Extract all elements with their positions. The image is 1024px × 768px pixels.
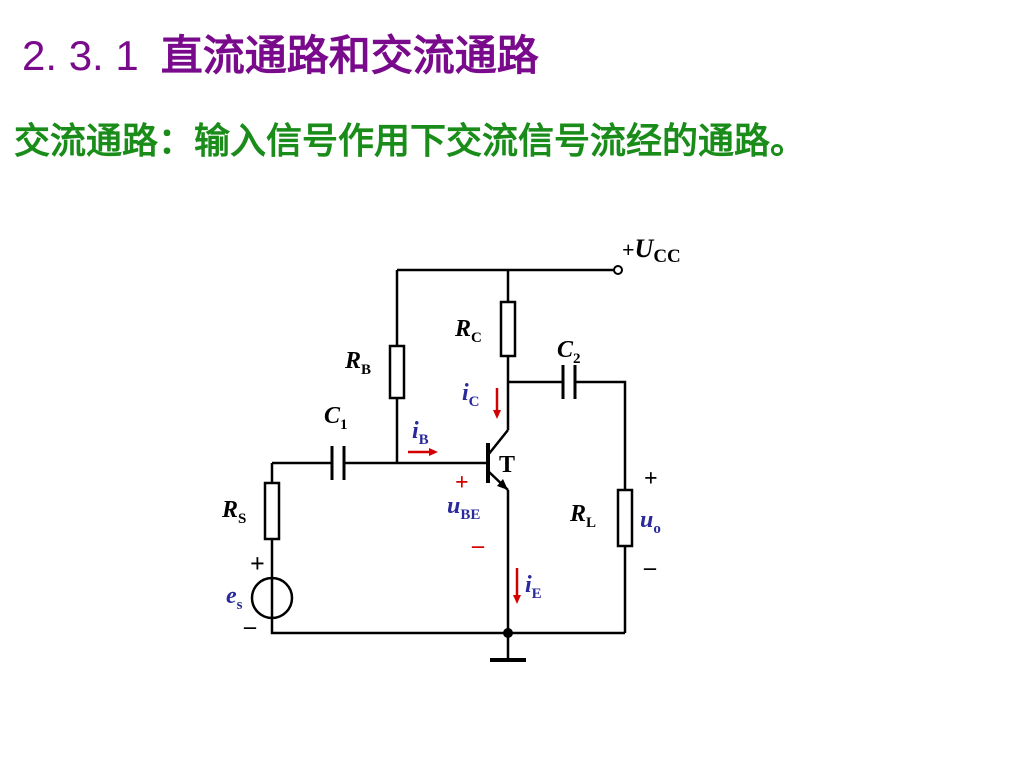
capacitor-c2	[561, 365, 577, 399]
ib-label: iB	[412, 418, 429, 448]
slide-title: 2. 3. 1 直流通路和交流通路	[22, 22, 539, 83]
supply-label: +UCC	[622, 234, 681, 267]
ube-minus: –	[471, 533, 485, 559]
wires	[270, 268, 627, 660]
es-minus: –	[243, 614, 257, 640]
rc-label: RC	[454, 316, 482, 346]
transistor-label: T	[499, 452, 515, 478]
resistor-rb	[388, 344, 406, 400]
definition-text: 交流通路：输入信号作用下交流信号流经的通路。	[14, 121, 807, 162]
capacitor-c1	[330, 446, 346, 480]
voltage-source-es	[250, 576, 294, 620]
c1-label: C1	[324, 403, 348, 433]
title-text: 直流通路和交流通路	[160, 31, 539, 80]
resistor-rc	[499, 300, 517, 358]
es-plus: +	[250, 549, 265, 578]
ib-arrow	[408, 448, 438, 456]
ic-label: iC	[462, 380, 480, 410]
ic-arrow	[493, 388, 501, 419]
rb-label: RB	[344, 348, 371, 378]
ube-plus: +	[455, 470, 469, 496]
transistor-symbol	[486, 429, 509, 491]
ground-symbol	[490, 628, 526, 662]
uo-minus: –	[643, 555, 657, 581]
resistor-rs	[263, 481, 281, 541]
rs-label: RS	[221, 497, 246, 527]
resistor-rl	[616, 488, 634, 548]
uo-plus: +	[644, 466, 658, 492]
ube-label: uBE	[447, 493, 480, 523]
ie-arrow	[513, 568, 521, 604]
uo-label: uo	[640, 507, 661, 537]
es-label: es	[226, 583, 243, 613]
section-number: 2. 3. 1	[22, 32, 139, 79]
ie-label: iE	[525, 572, 542, 602]
supply-terminal	[613, 265, 623, 275]
rl-label: RL	[569, 501, 596, 531]
c2-label: C2	[557, 337, 581, 367]
